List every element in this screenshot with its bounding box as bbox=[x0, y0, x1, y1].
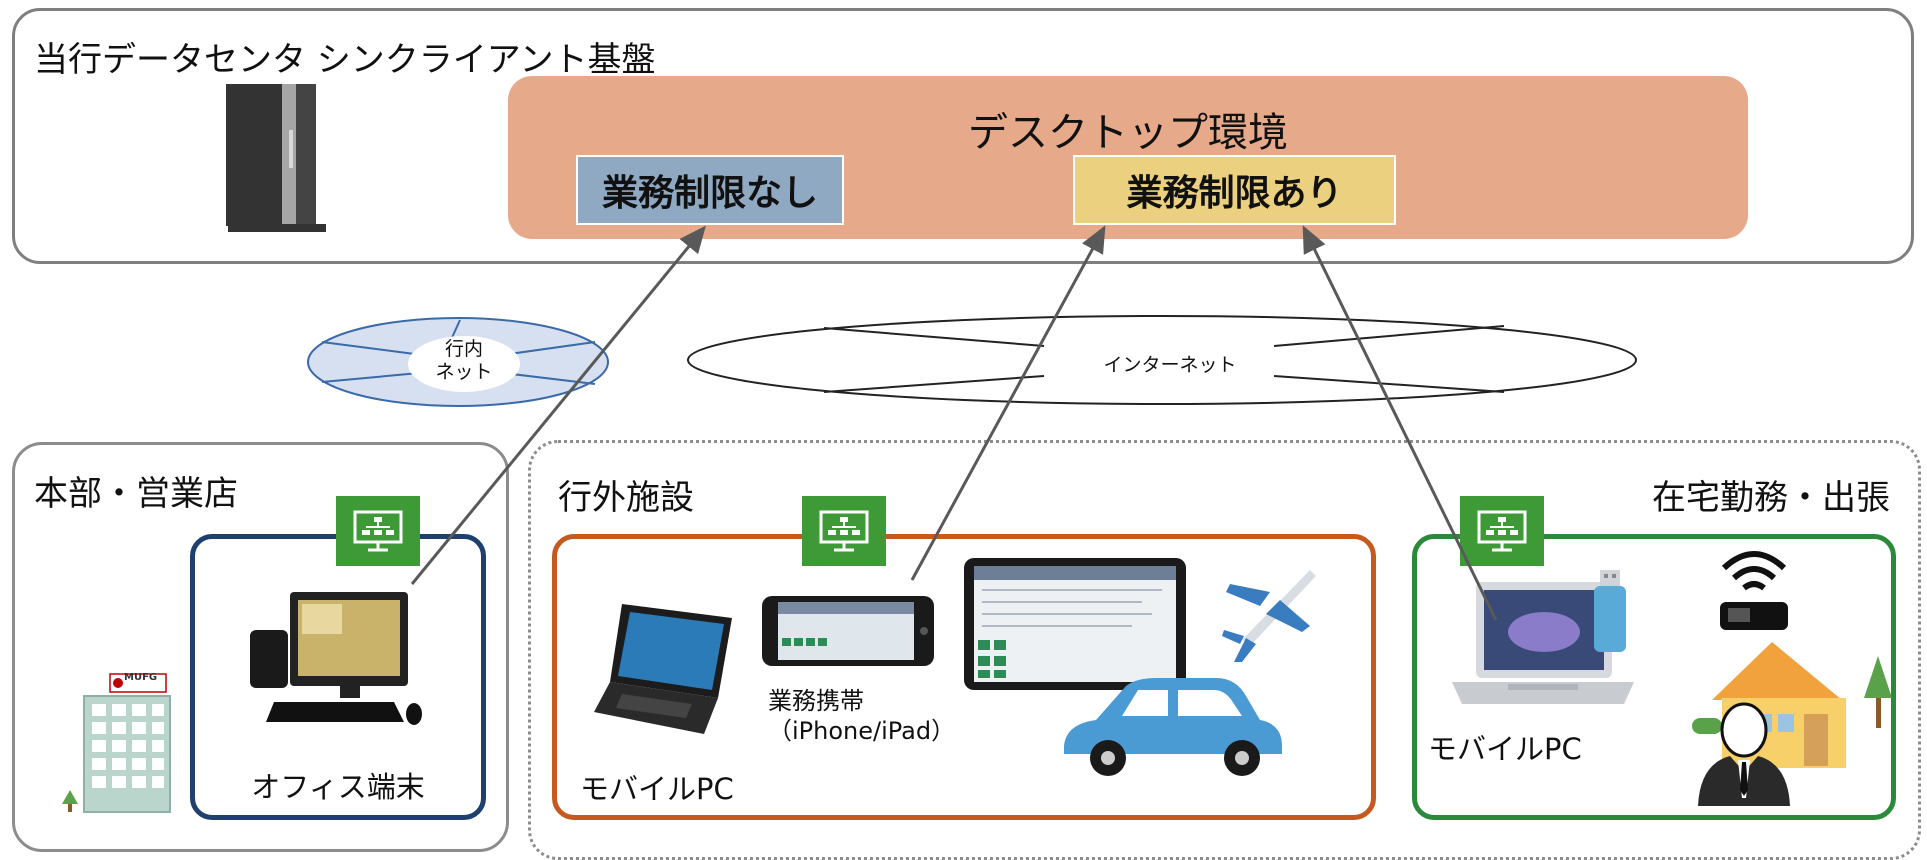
internal-network-label-line1: 行内 bbox=[444, 338, 483, 360]
office-terminal-label: オフィス端末 bbox=[251, 770, 425, 804]
internet-label: インターネット bbox=[1103, 354, 1237, 376]
internal-network-ellipse bbox=[307, 317, 609, 407]
unrestricted-desktop-label: 業務制限なし bbox=[601, 173, 818, 214]
desktop-environment-title: デスクトップ環境 bbox=[968, 110, 1288, 156]
smartphone-icon bbox=[762, 596, 934, 666]
airplane-icon bbox=[1222, 570, 1316, 662]
office-to-unrestricted-arrow bbox=[410, 225, 706, 585]
business-mobile-label: 業務携帯 （iPhone/iPad） bbox=[768, 686, 955, 746]
remote-mobile-pc-label: モバイルPC bbox=[1428, 732, 1582, 766]
desktop-computer-icon bbox=[250, 592, 422, 725]
business-mobile-label-line1: 業務携帯 bbox=[768, 687, 864, 715]
office-building-icon bbox=[62, 673, 171, 813]
mobile-pc-laptop-icon bbox=[594, 604, 732, 734]
building-sign: MUFG bbox=[124, 672, 158, 683]
virtual-desktop-icon bbox=[802, 496, 886, 566]
business-mobile-label-line2: （iPhone/iPad） bbox=[768, 717, 956, 745]
restricted-desktop-label: 業務制限あり bbox=[1126, 173, 1343, 214]
datacenter-title: 当行データセンタ シンクライアント基盤 bbox=[34, 40, 656, 80]
tablet-icon bbox=[964, 558, 1186, 690]
car-icon bbox=[1064, 678, 1282, 776]
macbook-laptop-icon bbox=[1452, 582, 1634, 704]
businessperson-icon bbox=[1698, 702, 1790, 806]
internet-ellipse bbox=[687, 315, 1637, 405]
internal-network-label: 行内 ネット bbox=[404, 338, 524, 384]
datacenter-panel bbox=[12, 8, 1914, 264]
remote-work-group bbox=[1412, 534, 1896, 820]
mobile-to-restricted-arrow bbox=[910, 225, 1106, 581]
hq-branch-title: 本部・営業店 bbox=[34, 474, 238, 514]
server-rack-icon bbox=[226, 84, 326, 232]
external-mobile-pc-label: モバイルPC bbox=[580, 772, 734, 806]
restricted-desktop: 業務制限あり bbox=[1073, 155, 1396, 225]
external-facility-group bbox=[552, 534, 1376, 820]
external-facility-title: 行外施設 bbox=[558, 478, 694, 518]
usb-drive-icon bbox=[1594, 570, 1626, 652]
virtual-desktop-icon bbox=[1460, 496, 1544, 566]
virtual-desktop-icon bbox=[336, 496, 420, 566]
unrestricted-desktop: 業務制限なし bbox=[576, 155, 844, 225]
internal-network-label-line2: ネット bbox=[435, 361, 493, 383]
wifi-router-icon bbox=[1720, 551, 1788, 630]
home-pc-to-restricted-arrow bbox=[1302, 225, 1498, 621]
remote-work-title: 在宅勤務・出張 bbox=[1652, 478, 1890, 518]
